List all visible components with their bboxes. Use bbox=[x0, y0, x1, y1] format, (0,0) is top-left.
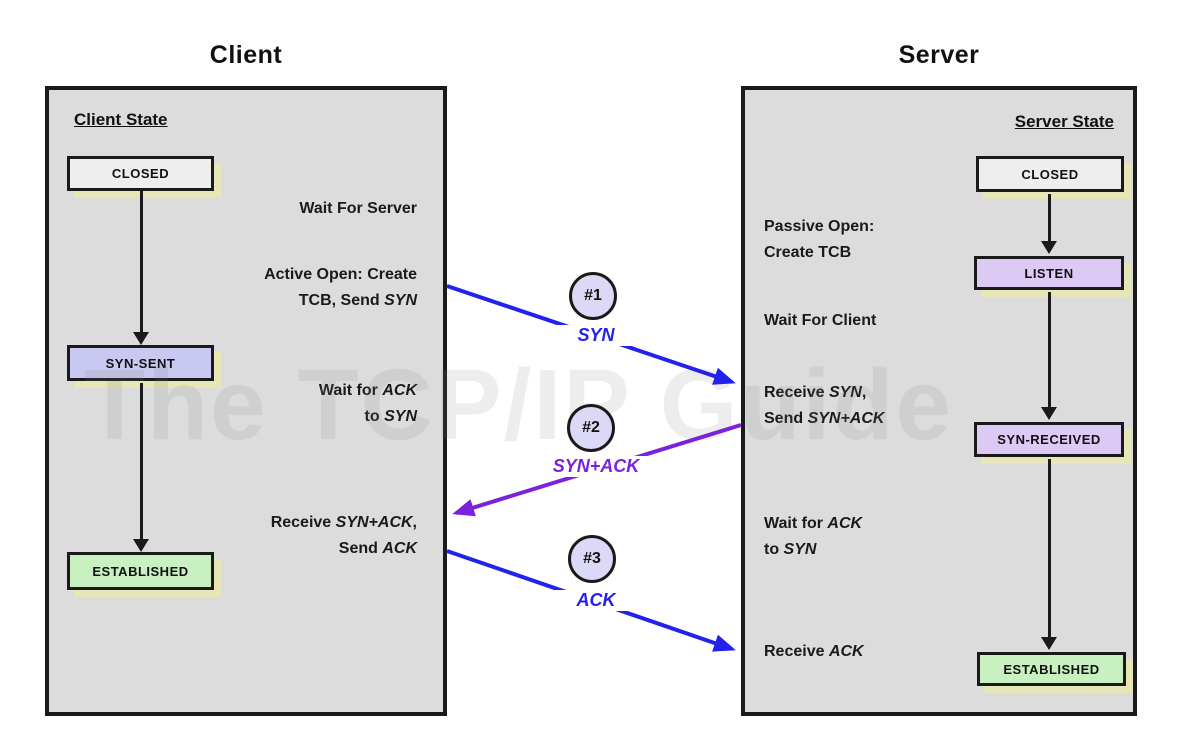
server-state-syn-received: SYN-RECEIVED bbox=[974, 422, 1124, 457]
message-1-circle: #1 bbox=[569, 272, 617, 320]
server-state-established: ESTABLISHED bbox=[977, 652, 1126, 686]
note-line: Wait for ACK bbox=[764, 515, 863, 532]
client-state-header: Client State bbox=[74, 110, 168, 129]
client-established-label: ESTABLISHED bbox=[92, 563, 189, 579]
note-line: Receive SYN, bbox=[764, 384, 867, 401]
client-arrow-synsent-to-established bbox=[133, 383, 150, 552]
client-syn-sent-label: SYN-SENT bbox=[105, 355, 176, 371]
server-closed-label: CLOSED bbox=[1021, 166, 1079, 182]
client-note-receive-synack: Receive SYN+ACK, Send ACK bbox=[271, 510, 417, 562]
client-note-wait-for-server: Wait For Server bbox=[299, 196, 417, 222]
client-state-closed: CLOSED bbox=[67, 156, 214, 191]
server-note-wait-for-ack: Wait for ACK to SYN bbox=[764, 511, 862, 563]
syn-label: SYN bbox=[555, 325, 637, 346]
server-arrow-synreceived-to-established bbox=[1041, 459, 1058, 650]
server-arrow-closed-to-listen bbox=[1041, 194, 1058, 254]
note-line: to SYN bbox=[364, 408, 417, 425]
note-line: Send ACK bbox=[338, 540, 417, 557]
synack-label: SYN+ACK bbox=[537, 456, 655, 477]
client-panel: Client State CLOSED SYN-SENT ESTABLISHED… bbox=[45, 86, 447, 716]
note-line: Wait For Server bbox=[299, 200, 417, 217]
server-title: Server bbox=[898, 41, 980, 69]
client-state-established: ESTABLISHED bbox=[67, 552, 214, 590]
server-established-label: ESTABLISHED bbox=[1003, 661, 1100, 677]
server-note-wait-for-client: Wait For Client bbox=[764, 308, 876, 334]
client-arrow-closed-to-synsent bbox=[133, 190, 150, 345]
server-state-closed: CLOSED bbox=[976, 156, 1124, 192]
note-line: to SYN bbox=[764, 541, 817, 558]
server-note-passive-open: Passive Open: Create TCB bbox=[764, 214, 874, 266]
client-closed-label: CLOSED bbox=[111, 166, 170, 181]
note-line: Passive Open: bbox=[764, 218, 875, 235]
note-line: Receive SYN+ACK, bbox=[270, 514, 417, 531]
client-state-syn-sent: SYN-SENT bbox=[67, 345, 214, 381]
note-line: Active Open: Create bbox=[264, 266, 417, 283]
note-line: Receive ACK bbox=[764, 643, 864, 660]
message-2-circle: #2 bbox=[567, 404, 615, 452]
note-line: Send SYN+ACK bbox=[764, 410, 885, 427]
note-line: Wait For Client bbox=[764, 312, 877, 329]
ack-label: ACK bbox=[555, 590, 637, 611]
message-3-circle: #3 bbox=[568, 535, 616, 583]
server-note-receive-syn: Receive SYN, Send SYN+ACK bbox=[764, 380, 884, 432]
server-listen-label: LISTEN bbox=[1024, 265, 1074, 281]
note-line: Wait for ACK bbox=[318, 382, 417, 399]
server-state-header: Server State bbox=[1014, 112, 1114, 131]
server-panel: Server State CLOSED LISTEN SYN-RECEIVED … bbox=[741, 86, 1137, 716]
client-title: Client bbox=[209, 41, 283, 69]
server-note-receive-ack: Receive ACK bbox=[764, 639, 864, 665]
server-state-listen: LISTEN bbox=[974, 256, 1124, 290]
message-3-number: #3 bbox=[583, 550, 601, 567]
server-syn-received-label: SYN-RECEIVED bbox=[997, 432, 1101, 447]
client-note-active-open: Active Open: Create TCB, Send SYN bbox=[264, 262, 417, 314]
note-line: TCB, Send SYN bbox=[298, 292, 417, 309]
note-line: Create TCB bbox=[764, 244, 852, 261]
message-2-number: #2 bbox=[582, 419, 600, 436]
message-1-number: #1 bbox=[584, 287, 602, 304]
server-arrow-listen-to-synreceived bbox=[1041, 292, 1058, 420]
client-note-wait-for-ack: Wait for ACK to SYN bbox=[319, 378, 417, 430]
